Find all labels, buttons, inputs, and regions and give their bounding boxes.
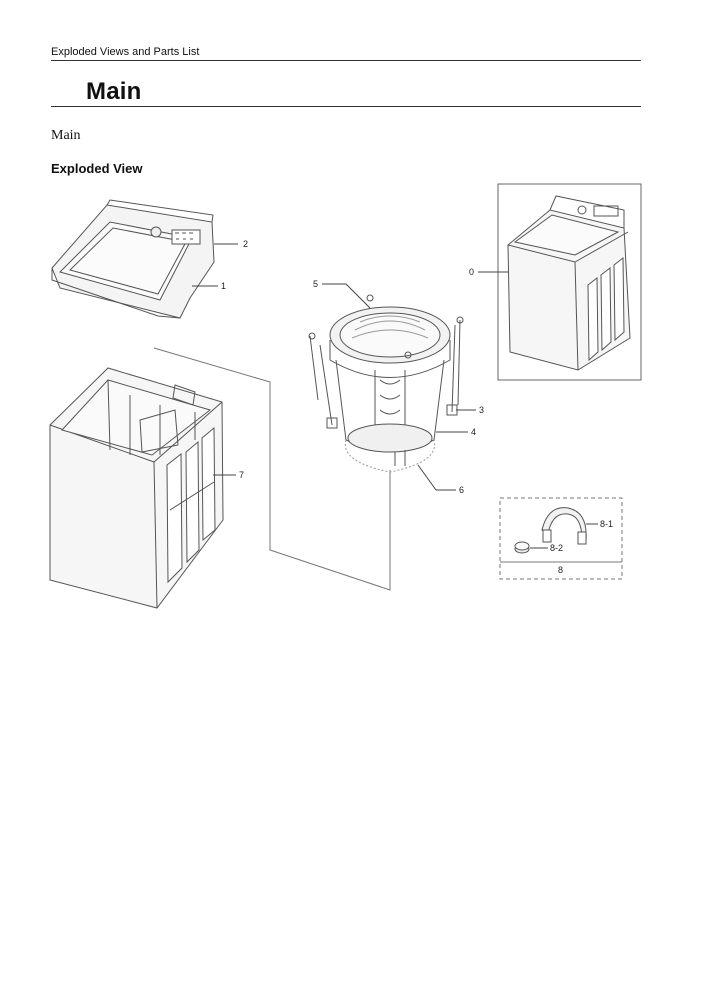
dashed-outline — [344, 439, 436, 473]
callout-leaders — [192, 243, 598, 549]
section-title: Exploded View — [51, 161, 143, 176]
complete-assembly-part — [507, 195, 631, 371]
callout-3: 3 — [479, 405, 484, 415]
tub-assembly-part — [308, 294, 464, 466]
page-header: Exploded Views and Parts List — [51, 46, 200, 58]
assembly-box — [497, 183, 642, 381]
leader-line — [153, 347, 391, 591]
accessory-box — [499, 497, 623, 580]
callout-8-2: 8-2 — [550, 543, 563, 553]
callout-5: 5 — [313, 279, 318, 289]
callout-4: 4 — [471, 427, 476, 437]
top-cover-part — [51, 199, 215, 319]
callout-6: 6 — [459, 485, 464, 495]
ring-nut-part — [514, 541, 530, 554]
hose-guide-part — [541, 507, 587, 545]
cabinet-part — [49, 367, 224, 609]
page-title: Main — [86, 78, 142, 105]
callout-8: 8 — [558, 565, 563, 575]
header-rule — [51, 60, 641, 61]
callout-0: 0 — [469, 267, 474, 277]
title-rule — [51, 106, 641, 107]
callout-2: 2 — [243, 239, 248, 249]
callout-8-1: 8-1 — [600, 519, 613, 529]
callout-1: 1 — [221, 281, 226, 291]
callout-7: 7 — [239, 470, 244, 480]
page-subtitle: Main — [51, 128, 81, 143]
